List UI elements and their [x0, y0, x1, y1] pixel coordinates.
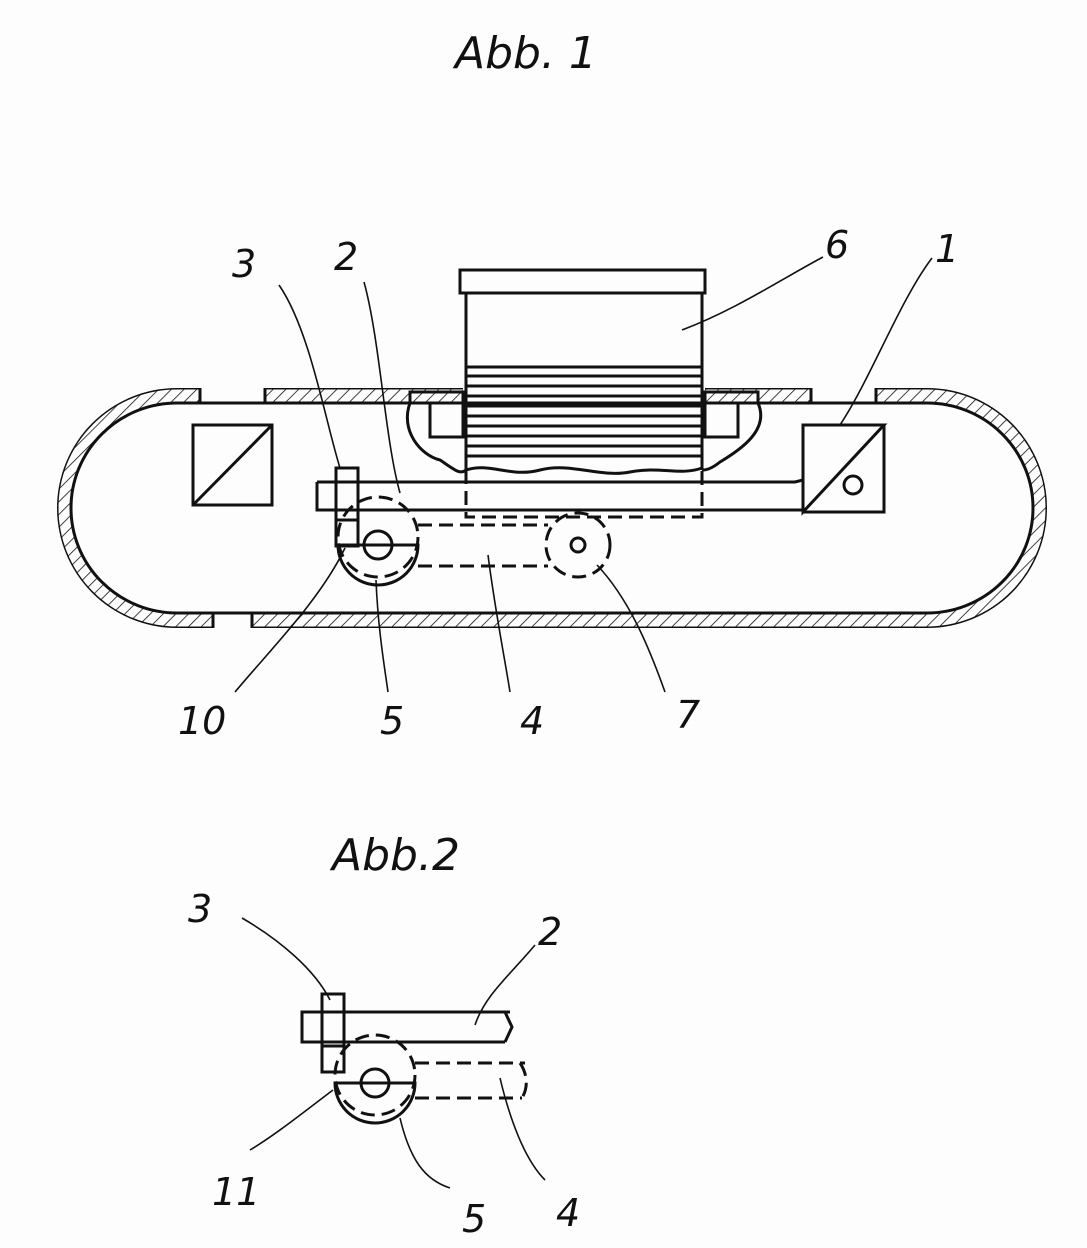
label-7: 7 [676, 693, 700, 737]
figure-1-title: Abb. 1 [452, 28, 597, 79]
figure-2: Abb.2 3 2 11 5 4 [188, 830, 580, 1241]
leader-lines [234, 256, 933, 693]
camera-body-housing [55, 386, 1049, 630]
fig2-reference-numerals: 3 2 11 5 4 [188, 887, 580, 1241]
fig2-label-4: 4 [556, 1191, 580, 1235]
fig2-label-3: 3 [188, 887, 212, 931]
fig2-label-2: 2 [538, 910, 562, 954]
fig2-label-5: 5 [462, 1197, 486, 1241]
fig2-label-11: 11 [212, 1170, 260, 1214]
label-5: 5 [380, 699, 404, 743]
label-2: 2 [334, 235, 358, 279]
fig2-leader-lines [241, 917, 546, 1189]
figure-1: Abb. 1 [55, 28, 1049, 743]
label-4: 4 [520, 699, 544, 743]
bar-2 [315, 478, 804, 512]
label-6: 6 [825, 223, 849, 267]
lens-thread [464, 367, 704, 475]
label-10: 10 [178, 699, 226, 743]
reference-numerals: 3 2 6 1 10 5 4 7 [178, 223, 959, 743]
lever-4-and-cams [336, 495, 612, 587]
figure-2-title: Abb.2 [329, 830, 460, 881]
lens-6 [458, 268, 707, 519]
blocks [191, 423, 888, 516]
label-3: 3 [232, 242, 256, 286]
label-1: 1 [935, 227, 959, 271]
lens-mount [405, 390, 763, 474]
